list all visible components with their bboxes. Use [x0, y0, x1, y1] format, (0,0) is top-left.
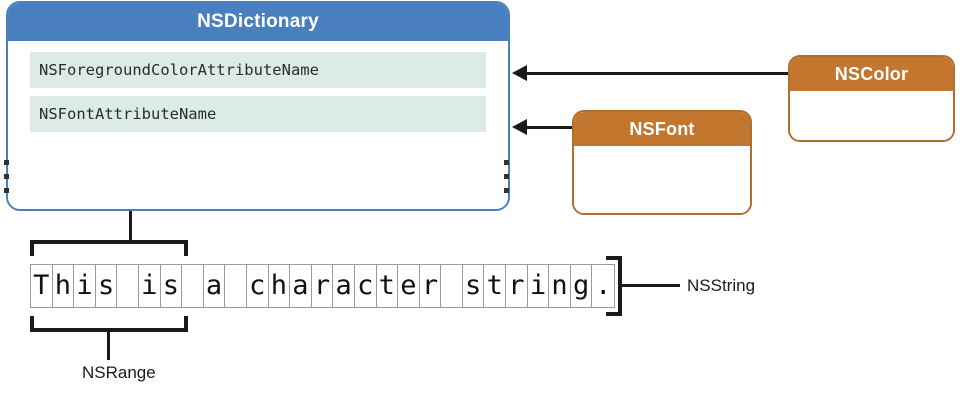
char-cell: h	[53, 265, 75, 307]
char-cell: r	[420, 265, 442, 307]
connector-nscolor-to-row	[526, 72, 788, 75]
char-cell: r	[312, 265, 334, 307]
range-bracket-top	[30, 240, 188, 256]
char-cell: g	[571, 265, 593, 307]
char-cell: i	[74, 265, 96, 307]
char-cell: T	[31, 265, 53, 307]
character-string: T h i s i s a c h a r a c t e r s t r i …	[30, 264, 616, 308]
dictionary-row-font[interactable]: NSFontAttributeName	[30, 96, 486, 132]
connector-range-label	[107, 330, 110, 360]
nsfont-box: NSFont	[572, 110, 752, 215]
nsfont-title: NSFont	[574, 112, 750, 146]
arrowhead-nscolor	[512, 65, 527, 81]
connector-dictionary-to-string	[129, 211, 132, 242]
dictionary-row-foreground-color[interactable]: NSForegroundColorAttributeName	[30, 52, 486, 88]
nsdictionary-body: NSForegroundColorAttributeName NSFontAtt…	[8, 41, 508, 209]
char-cell	[117, 265, 139, 307]
char-cell: h	[269, 265, 291, 307]
nscolor-body	[790, 91, 953, 140]
char-cell	[441, 265, 463, 307]
char-cell: a	[290, 265, 312, 307]
vertical-ellipsis-icon-right	[504, 160, 509, 194]
nsstring-bracket	[606, 256, 622, 316]
char-cell: r	[506, 265, 528, 307]
char-cell: c	[247, 265, 269, 307]
char-cell: s	[463, 265, 485, 307]
char-cell: a	[333, 265, 355, 307]
char-cell: c	[355, 265, 377, 307]
arrowhead-nsfont	[512, 119, 527, 135]
nsfont-body	[574, 146, 750, 213]
char-cell: i	[528, 265, 550, 307]
char-cell: t	[377, 265, 399, 307]
char-cell: s	[161, 265, 183, 307]
nsrange-label: NSRange	[82, 363, 156, 382]
vertical-ellipsis-icon-left	[4, 160, 9, 194]
char-cell: .	[595, 270, 612, 301]
connector-nsfont-to-row	[526, 126, 572, 129]
char-cell	[182, 265, 204, 307]
char-cell: n	[549, 265, 571, 307]
char-cell: i	[139, 265, 161, 307]
nscolor-box: NSColor	[788, 55, 955, 142]
char-cell: s	[96, 265, 118, 307]
char-cell	[225, 265, 247, 307]
nscolor-title: NSColor	[790, 57, 953, 91]
nsstring-label: NSString	[687, 276, 756, 295]
nsdictionary-title: NSDictionary	[8, 3, 508, 41]
char-cell: e	[398, 265, 420, 307]
connector-nsstring-label	[622, 284, 680, 287]
char-cell: a	[204, 265, 226, 307]
char-cell: t	[484, 265, 507, 307]
nsdictionary-box: NSDictionary NSForegroundColorAttributeN…	[6, 1, 510, 211]
